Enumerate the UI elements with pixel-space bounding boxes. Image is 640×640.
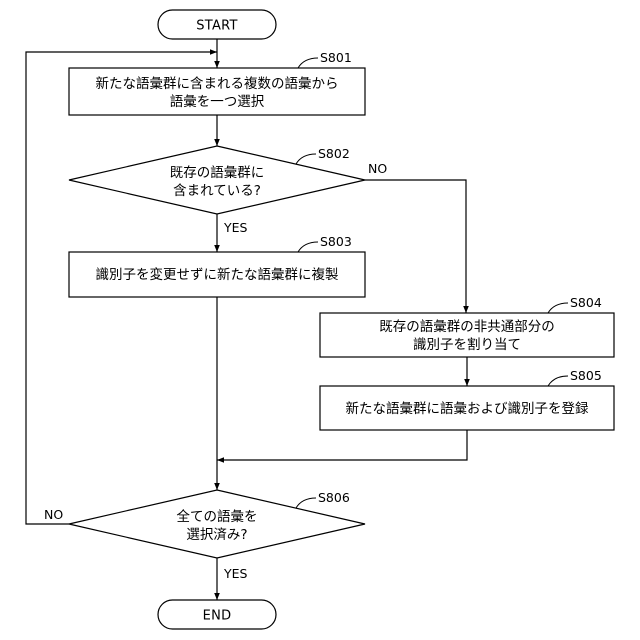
s802-step-label: S802 <box>318 146 350 161</box>
s806-line-1: 全ての語彙を <box>177 508 258 525</box>
s803-leader-line <box>298 242 318 252</box>
s802-no-label: NO <box>368 161 387 176</box>
s804-leader-line <box>548 303 568 313</box>
process-s803: 識別子を変更せずに新たな語彙群に複製 <box>69 252 365 297</box>
s802-yes-label: YES <box>223 220 248 235</box>
s806-leader-line <box>296 498 316 508</box>
end-terminal: END <box>158 600 276 629</box>
start-label: START <box>196 19 238 34</box>
s802-leader-line <box>296 154 316 164</box>
s804-line-2: 識別子を割り当て <box>413 336 521 353</box>
s806-line-2: 選択済み? <box>186 527 247 543</box>
start-terminal: START <box>158 10 276 39</box>
arrow-s802-no-to-s804 <box>365 180 466 313</box>
s806-step-label: S806 <box>318 490 350 505</box>
process-s801: 新たな語彙群に含まれる複数の語彙から 語彙を一つ選択 <box>69 68 365 115</box>
s803-line-1: 識別子を変更せずに新たな語彙群に複製 <box>96 266 339 283</box>
s801-line-1: 新たな語彙群に含まれる複数の語彙から <box>96 75 339 92</box>
s801-line-2: 語彙を一つ選択 <box>170 93 265 110</box>
end-label: END <box>203 609 232 624</box>
process-s805: 新たな語彙群に語彙および識別子を登録 <box>320 386 614 430</box>
s802-line-1: 既存の語彙群に <box>170 164 265 181</box>
process-s804: 既存の語彙群の非共通部分の 識別子を割り当て <box>320 313 614 357</box>
s804-step-label: S804 <box>570 295 602 310</box>
s805-step-label: S805 <box>570 368 602 383</box>
s806-yes-label: YES <box>223 566 248 581</box>
s803-step-label: S803 <box>320 234 352 249</box>
arrow-s805-to-merge <box>217 430 467 460</box>
s805-leader-line <box>548 376 568 386</box>
s801-leader-line <box>298 58 318 68</box>
s806-no-label: NO <box>44 507 63 522</box>
s805-line-1: 新たな語彙群に語彙および識別子を登録 <box>346 400 589 417</box>
s801-step-label: S801 <box>320 50 352 65</box>
s804-line-1: 既存の語彙群の非共通部分の <box>379 318 555 335</box>
s802-line-2: 含まれている? <box>173 183 261 199</box>
